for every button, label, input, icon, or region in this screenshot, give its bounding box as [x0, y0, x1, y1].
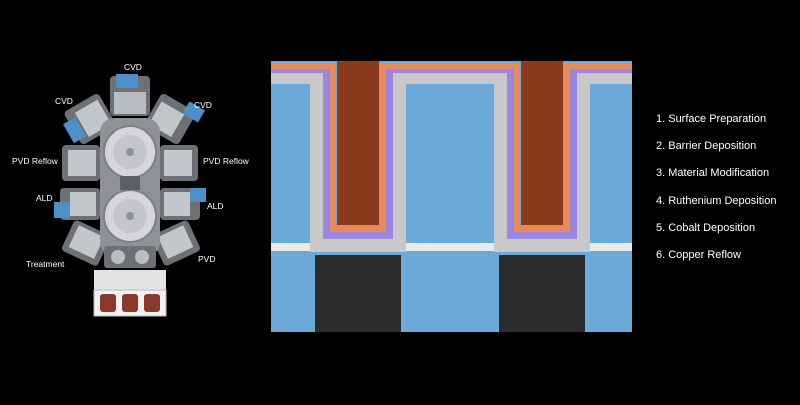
chamber-pvd — [152, 220, 200, 266]
label-ald-left: ALD — [36, 193, 53, 203]
label-cvd-right: CVD — [194, 100, 212, 110]
label-cvd-top: CVD — [124, 62, 142, 72]
step-item: 1. Surface Preparation — [656, 113, 767, 125]
label-cvd-left: CVD — [55, 96, 73, 106]
barrier-layer — [271, 70, 632, 252]
mainframe — [100, 118, 160, 256]
step-item: 2. Barrier Deposition — [656, 140, 757, 153]
chamber-ald-left — [54, 188, 100, 220]
step-item: 4. Ruthenium Deposition — [656, 194, 777, 207]
process-steps-list: 1. Surface Preparation 2. Barrier Deposi… — [656, 112, 776, 275]
label-pvd-reflow-left: PVD Reflow — [12, 156, 58, 166]
factory-interface — [93, 270, 167, 317]
step-item: 6. Copper Reflow — [656, 248, 741, 261]
lower-metal-line-1 — [315, 255, 401, 332]
step-item: 5. Cobalt Deposition — [656, 221, 756, 234]
cobalt-layer — [271, 63, 632, 232]
chamber-pvd-reflow-right — [160, 145, 198, 181]
cluster-tool-diagram: CVD CVD CVD PVD Reflow PVD Reflow ALD AL… — [0, 0, 270, 400]
etch-stop-layer — [271, 243, 632, 251]
cluster-tool-illustration — [54, 74, 206, 317]
step-item: 3. Material Modification — [656, 167, 770, 180]
chamber-treatment — [62, 220, 110, 266]
label-ald-right: ALD — [207, 201, 224, 211]
load-lock — [104, 246, 156, 268]
copper-fill-1 — [337, 61, 379, 225]
label-treatment: Treatment — [26, 259, 65, 269]
interconnect-cross-section — [271, 61, 632, 332]
chamber-cvd-top — [110, 74, 150, 116]
chamber-pvd-reflow-left — [62, 145, 100, 181]
label-pvd-reflow-right: PVD Reflow — [203, 156, 249, 166]
lower-metal-line-2 — [499, 255, 585, 332]
chamber-ald-right — [160, 188, 206, 220]
copper-fill-2 — [521, 61, 563, 225]
label-pvd: PVD — [198, 254, 216, 264]
